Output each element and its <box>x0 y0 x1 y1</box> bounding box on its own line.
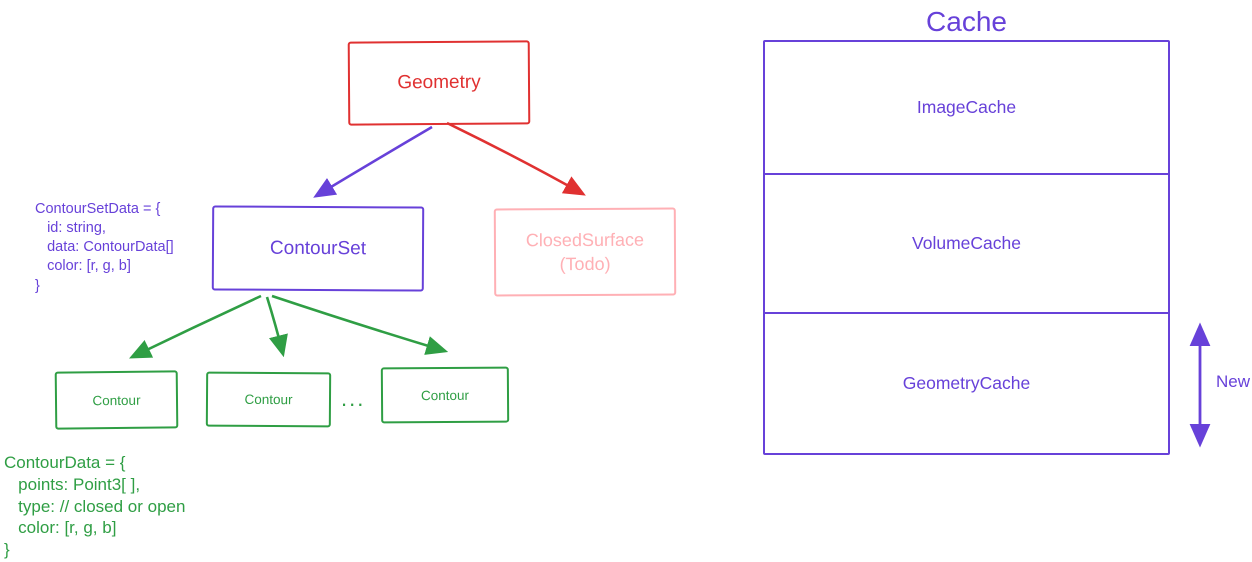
contour-ellipsis: ... <box>341 386 366 411</box>
contour-box-3: Contour <box>380 366 510 424</box>
arrow-contourset-to-contour-3 <box>271 294 449 355</box>
contourset-data-code: ContourSetData = { id: string, data: Con… <box>35 201 174 294</box>
geometry-label: Geometry <box>397 71 481 94</box>
arrow-contourset-to-contour-1 <box>129 294 262 359</box>
arrow-geometry-to-contourset <box>313 125 433 198</box>
arrow-geometry-to-closedsurface <box>446 121 586 196</box>
cache-section-geometrycache: GeometryCache <box>765 314 1168 453</box>
contourset-label: ContourSet <box>269 237 367 259</box>
new-label: New <box>1216 372 1251 391</box>
imagecache-label: ImageCache <box>916 97 1017 117</box>
closedsurface-label: ClosedSurface (Todo) <box>525 229 645 275</box>
contour-box-2: Contour <box>205 371 332 428</box>
geometry-box: Geometry <box>347 40 531 126</box>
contour-label-3: Contour <box>420 387 470 403</box>
contour-box-1: Contour <box>54 370 179 430</box>
volumecache-label: VolumeCache <box>912 233 1021 253</box>
cache-section-imagecache: ImageCache <box>765 42 1168 175</box>
contour-label-2: Contour <box>244 391 293 408</box>
cache-container: ImageCache VolumeCache GeometryCache <box>763 40 1170 455</box>
contourset-box: ContourSet <box>211 205 425 292</box>
closedsurface-box: ClosedSurface (Todo) <box>493 207 677 297</box>
contour-data-code: ContourData = { points: Point3[ ], type:… <box>4 453 186 559</box>
arrow-contourset-to-contour-2 <box>265 296 288 358</box>
contour-label-1: Contour <box>92 392 141 408</box>
cache-title: Cache <box>926 6 1007 37</box>
geometrycache-label: GeometryCache <box>902 373 1031 393</box>
cache-section-volumecache: VolumeCache <box>765 175 1168 314</box>
